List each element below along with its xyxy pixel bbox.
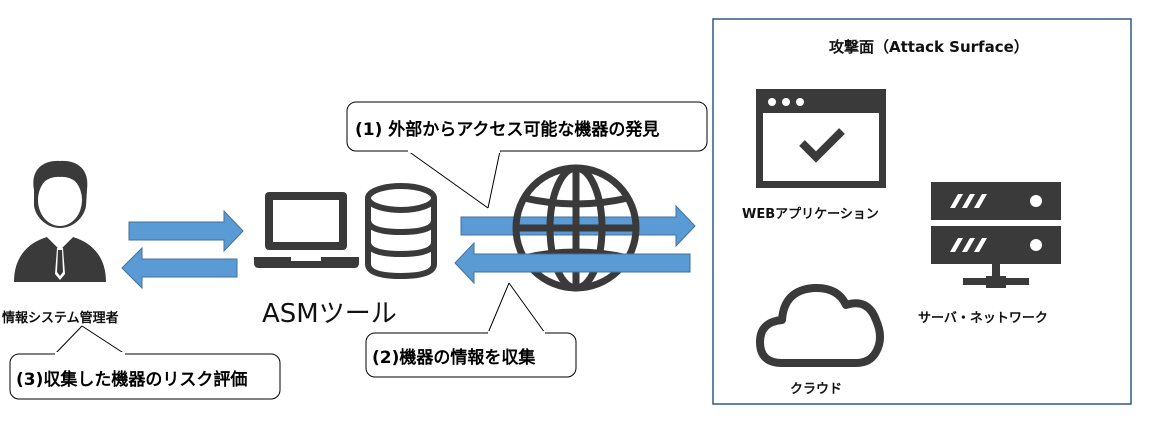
callout-evaluate-text: (3)収集した機器のリスク評価: [16, 370, 248, 390]
callout-collect-text: (2)機器の情報を収集: [372, 348, 536, 368]
internet-to-tool-arrow: [454, 241, 691, 285]
asm-tool-label: ASMツール: [262, 299, 397, 329]
cloud-icon: [756, 283, 884, 367]
database-icon: [365, 183, 437, 280]
tool-to-admin-arrow: [121, 246, 238, 290]
server-icon: [931, 182, 1061, 288]
cloud-label: クラウド: [790, 382, 843, 397]
callout-discover: [346, 101, 708, 209]
person-icon: [14, 160, 106, 282]
browser-window-icon: [756, 89, 886, 188]
admin-label: 情報システム管理者: [2, 311, 119, 326]
admin-to-tool-arrow: [128, 209, 244, 253]
callout-evaluate: [9, 325, 281, 400]
server-network-label: サーバ・ネットワーク: [918, 311, 1048, 326]
attack-surface-frame: [712, 18, 1132, 405]
laptop-icon: [254, 192, 359, 268]
web-app-label: WEBアプリケーション: [742, 207, 879, 222]
callout-collect: [365, 282, 577, 378]
attack-surface-title: 攻撃面（Attack Surface）: [829, 38, 1029, 56]
callout-discover-text: (1) 外部からアクセス可能な機器の発見: [355, 120, 660, 140]
